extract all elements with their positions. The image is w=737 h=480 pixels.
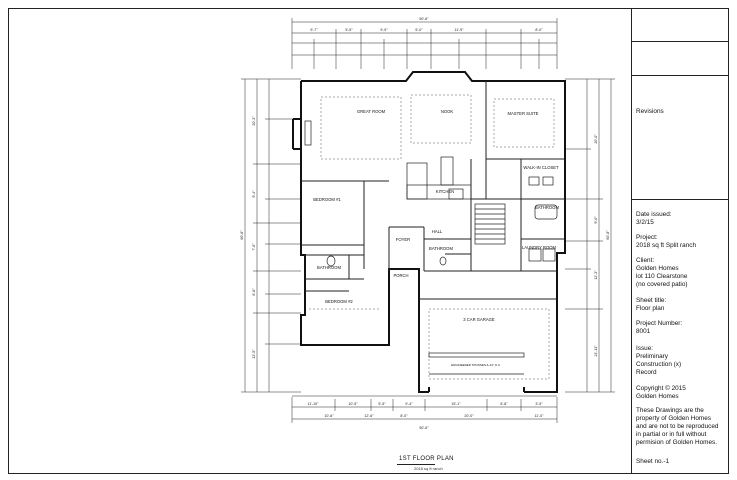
bottom-mid-1: 10'-6" [324,414,334,418]
title-block: Revisions Date issued: 3/2/15 Project: 2… [631,9,729,473]
project-name: 2018 sq ft Split ranch [636,242,697,249]
right-dim-1: 20'-0" [594,134,598,144]
room-bathroom-master: BATHROOM [535,205,559,210]
plan-subtitle: 2018 sq ft ranch [414,466,443,471]
bottom-dim-1: 11'-10" [308,402,320,406]
client-line-1: Golden Homes [636,265,679,272]
revisions-label: Revisions [636,108,664,115]
project-number-label: Project Number: [636,320,683,327]
bottom-dim-6: 6'-8" [500,402,508,406]
right-dim-3: 12'-3" [594,270,598,280]
left-dim-4: 6'-8" [252,288,256,296]
issue-line-2: Construction (x) [636,361,682,368]
top-dim-2: 5'-5" [345,28,353,32]
left-dim-2: 9'-4" [252,190,256,198]
floor-plan-svg: 50'-6" 9'-7" 5'-5" 9'-9" 5'-0" 11'-9" 8'… [240,17,615,430]
date-issued: 3/2/15 [636,219,654,226]
room-porch: PORCH [393,273,408,278]
sheet-title-label: Sheet title: [636,297,667,304]
notice-line-4: in partial or in full without [636,431,707,438]
project-number: 8001 [636,328,651,335]
overall-depth-left: 60'-8" [240,230,244,240]
issue-line-1: Preliminary [636,353,668,360]
drawing-sheet: 50'-6" 9'-7" 5'-5" 9'-9" 5'-0" 11'-9" 8'… [8,8,729,474]
top-dim-1: 9'-7" [310,28,318,32]
notice-line-2: property of Golden Homes [636,415,711,422]
right-dim-4: 24'-11" [594,345,598,357]
copyright-line-2: Golden Homes [636,393,679,400]
room-bedroom-1: BEDROOM #1 [313,197,341,202]
overall-depth-right: 60'-8" [606,230,610,240]
issue-label: Issue: [636,345,654,352]
room-hall: HALL [432,229,443,234]
room-foyer: FOYER [396,237,410,242]
plan-title-underline [397,464,435,465]
issue-line-3: Record [636,369,657,376]
client-label: Client: [636,257,655,264]
right-dim-2: 9'-0" [594,216,598,224]
room-master-suite: MASTER SUITE [508,111,539,116]
client-line-2: lot 110 Clearstone [636,273,688,280]
room-kitchen: KITCHEN [436,189,454,194]
room-bedroom-2: BEDROOM #2 [325,299,353,304]
room-nook: NOOK [441,109,454,114]
bottom-dim-7: 3'-5" [535,402,543,406]
copyright-line-1: Copyright © 2015 [636,385,686,392]
bottom-dim-3: 5'-5" [378,402,386,406]
date-issued-label: Date issued: [636,211,672,218]
project-label: Project: [636,234,658,241]
overall-width-bottom: 50'-6" [419,426,429,430]
room-bathroom-left: BATHROOM [317,265,341,270]
bottom-mid-3: 8'-0" [400,414,408,418]
top-dim-4: 5'-0" [415,28,423,32]
title-block-cell-2 [632,42,729,76]
sheet-title: Floor plan [636,305,665,312]
top-dim-3: 9'-9" [380,28,388,32]
left-dim-1: 20'-3" [252,116,256,126]
sheet-number: Sheet no.-1 [636,458,670,465]
bottom-mid-4: 20'-0" [464,414,474,418]
left-dim-3: 7'-6" [252,243,256,251]
bottom-dim-5: 15'-1" [451,402,461,406]
client-line-3: (no covered patio) [636,281,688,288]
bottom-mid-2: 12'-6" [364,414,374,418]
left-dim-5: 13'-5" [252,349,256,359]
top-dim-6: 8'-0" [535,28,543,32]
floor-plan-drawing: 50'-6" 9'-7" 5'-5" 9'-9" 5'-0" 11'-9" 8'… [9,9,631,473]
plan-title: 1ST FLOOR PLAN [399,456,454,462]
notice-line-5: permision of Golden Homes. [636,439,717,446]
notice-line-1: These Drawings are the [636,407,704,414]
room-bathroom-hall: BATHROOM [429,246,453,251]
overall-width-top: 50'-6" [419,17,429,21]
revisions-box: Revisions [632,76,729,200]
bottom-mid-5: 11'-0" [535,414,545,418]
bottom-dim-2: 10'-5" [348,402,358,406]
room-garage: 3 CAR GARAGE [463,317,495,322]
room-laundry: LAUNDRY ROOM [522,245,557,250]
top-dim-5: 11'-9" [455,28,465,32]
room-great-room: GREAT ROOM [357,109,386,114]
title-block-cell-1 [632,9,729,42]
garage-beam-note: ENGINEERED TRUSSES & 24" O.C. [451,363,501,367]
room-walk-in-closet: WALK-IN CLOSET [523,165,559,170]
notice-line-3: and are not to be reproduced [636,423,719,430]
bottom-dim-4: 9'-4" [405,402,413,406]
